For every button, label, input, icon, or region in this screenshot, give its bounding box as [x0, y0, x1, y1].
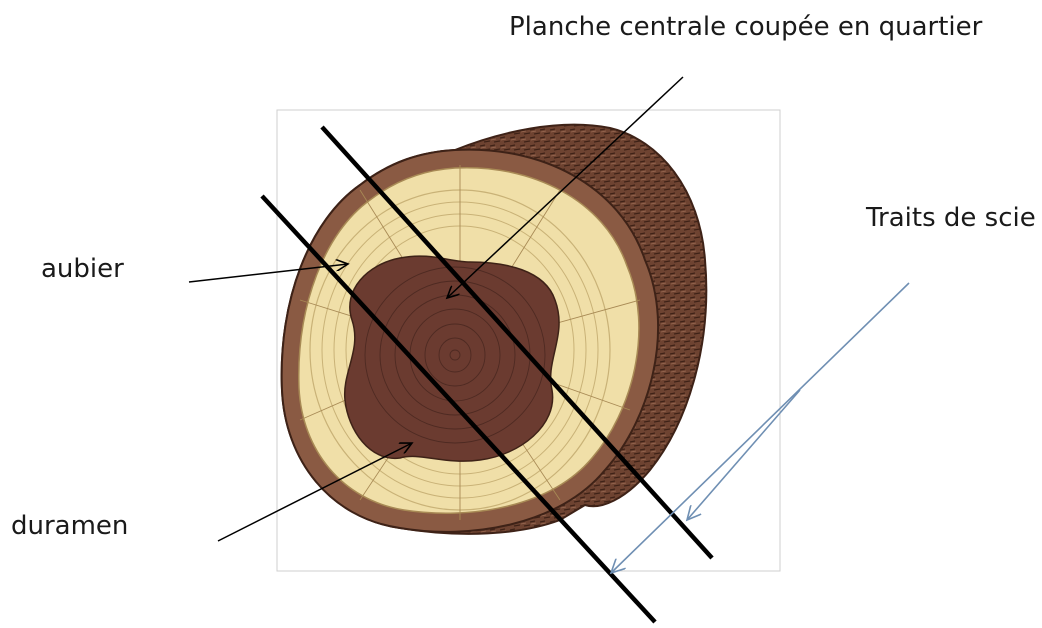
saw-cuts-label: Traits de scie — [865, 203, 1036, 233]
title-label: Planche centrale coupée en quartier — [509, 12, 983, 42]
sapwood-label: aubier — [41, 254, 124, 284]
heartwood-label: duramen — [11, 511, 128, 541]
